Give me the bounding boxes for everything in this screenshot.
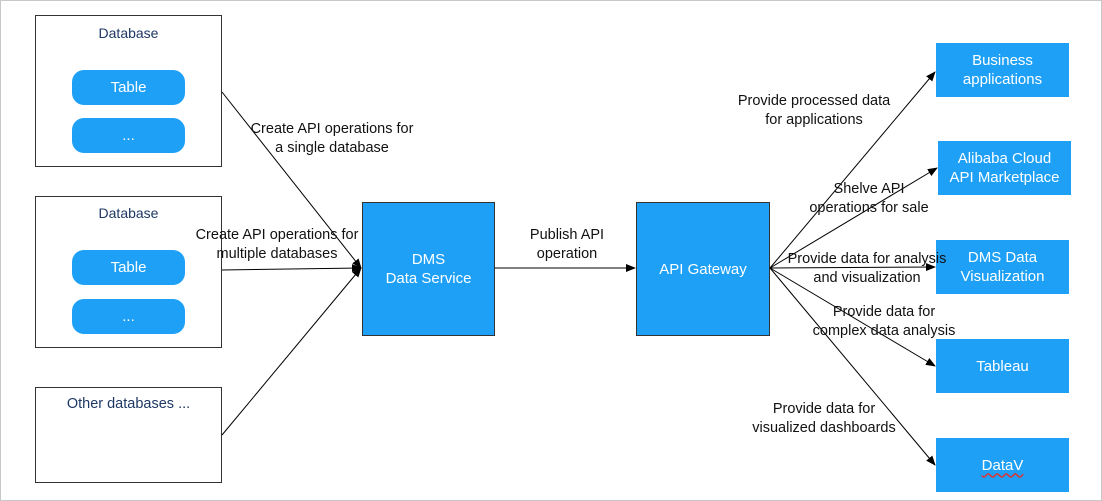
label-tableau: Provide data for complex data analysis: [812, 304, 956, 339]
api-marketplace-box: Alibaba Cloud API Marketplace: [938, 141, 1071, 195]
label-visualization: Provide data for analysis and visualizat…: [787, 251, 947, 286]
edge-visualization: [769, 263, 936, 272]
target-label-line1: Tableau: [976, 357, 1029, 375]
database-title: Database: [98, 205, 159, 221]
edge-business: [769, 71, 936, 269]
datav-box: DataV: [936, 438, 1069, 492]
other-databases-label: Other databases ...: [66, 396, 191, 412]
label-publish: Publish API operation: [529, 227, 605, 262]
edge-single-db: [221, 91, 362, 269]
label-multi-db: Create API operations for multiple datab…: [195, 227, 359, 262]
more-tables-pill: ...: [72, 299, 185, 334]
dms-data-visualization-box: DMS Data Visualization: [936, 240, 1069, 294]
label-single-db: Create API operations for a single datab…: [250, 121, 414, 156]
dms-label-line2: Data Service: [385, 270, 472, 287]
target-label-line1: DMS Data: [967, 249, 1038, 266]
more-tables-pill: ...: [72, 118, 185, 153]
target-label-line1: Alibaba Cloud: [957, 150, 1052, 167]
edge-tableau: [769, 267, 936, 367]
business-applications-box: Business applications: [936, 43, 1069, 97]
label-business: Provide processed data for applications: [737, 93, 891, 128]
target-label-line2: API Marketplace: [949, 169, 1060, 186]
target-label-line1: DataV: [981, 456, 1024, 474]
label-datav: Provide data for visualized dashboards: [752, 401, 896, 436]
table-pill: Table: [72, 250, 185, 285]
other-databases-box: Other databases ...: [35, 387, 222, 483]
edge-multi-db: [221, 264, 362, 273]
api-gateway-box: API Gateway: [636, 202, 770, 336]
target-label-line1: Business: [972, 52, 1033, 69]
label-marketplace: Shelve API operations for sale: [809, 181, 929, 216]
dms-label-line1: DMS: [411, 251, 446, 268]
edge-marketplace: [769, 167, 938, 269]
database-box-1: Database Table ...: [35, 15, 222, 167]
tableau-box: Tableau: [936, 339, 1069, 393]
target-label-line2: Visualization: [960, 268, 1045, 285]
api-gateway-label: API Gateway: [659, 260, 747, 278]
table-pill: Table: [72, 70, 185, 105]
edge-other-db: [221, 267, 362, 436]
database-title: Database: [98, 25, 159, 41]
dms-data-service-box: DMS Data Service: [362, 202, 495, 336]
database-box-2: Database Table ...: [35, 196, 222, 348]
edge-datav: [769, 267, 936, 466]
target-label-line2: applications: [962, 71, 1043, 88]
